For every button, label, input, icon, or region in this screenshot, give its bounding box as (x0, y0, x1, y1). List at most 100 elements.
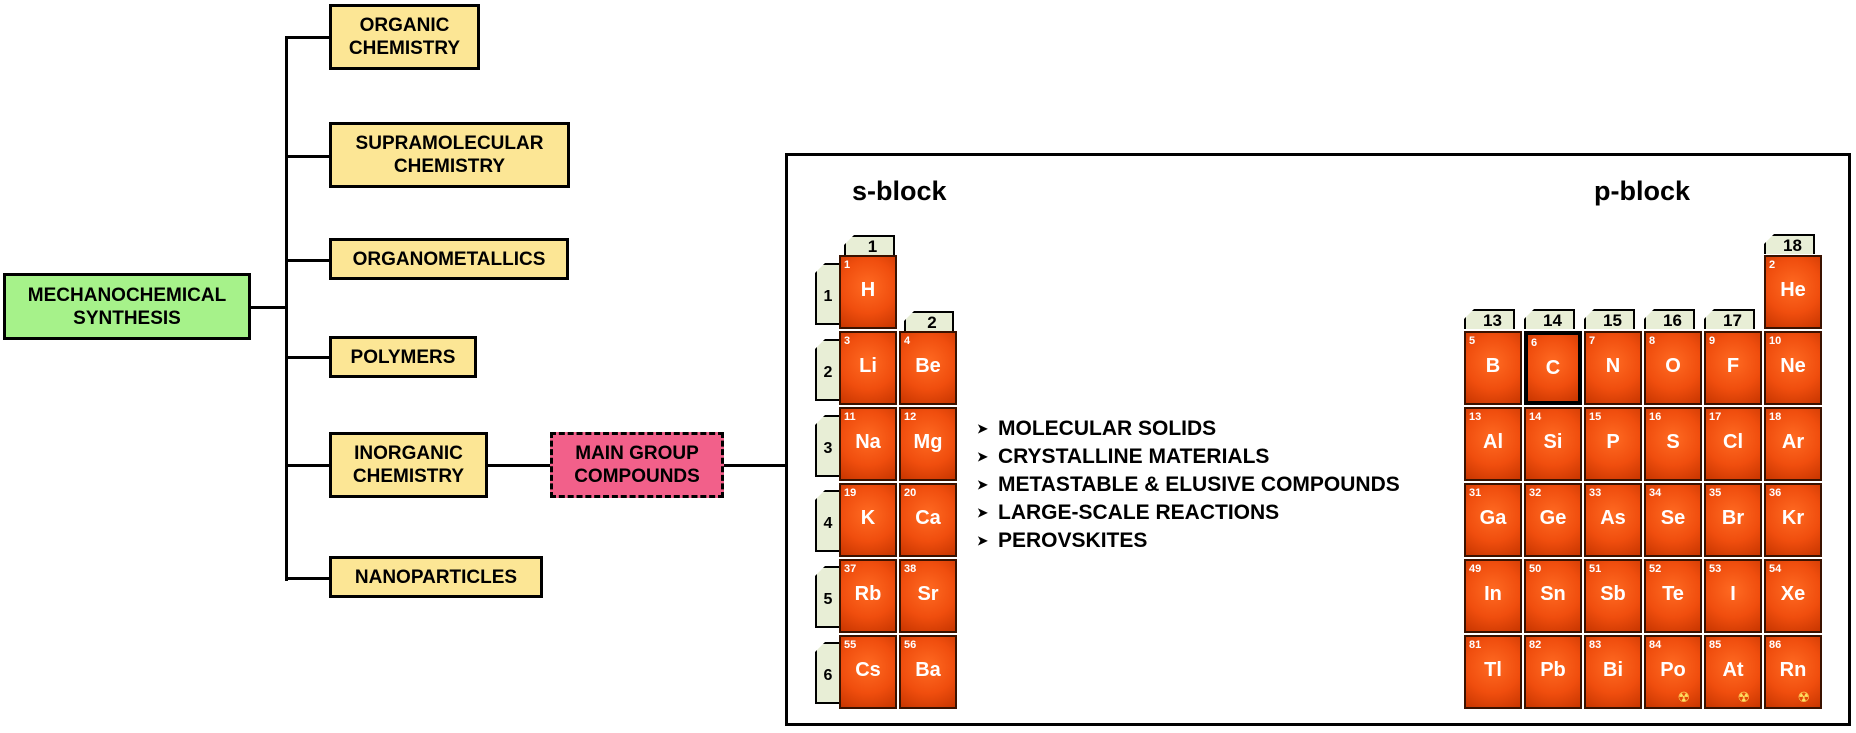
atomic-number: 86 (1769, 639, 1782, 651)
atomic-number: 19 (844, 487, 857, 499)
atomic-number: 37 (844, 563, 857, 575)
connector-main-group-to-panel (723, 464, 787, 467)
bullet-item: ➤ MOLECULAR SOLIDS (977, 415, 1400, 443)
group-tab: 16 (1644, 309, 1695, 329)
branch-label: INORGANIC CHEMISTRY (352, 443, 465, 487)
atomic-number: 3 (844, 335, 851, 347)
root-node-mechanochemical-synthesis: MECHANOCHEMICAL SYNTHESIS (3, 273, 251, 340)
atomic-number: 38 (904, 563, 917, 575)
group-tab: 14 (1524, 309, 1575, 329)
atomic-number: 84 (1649, 639, 1662, 651)
bullet-text: LARGE-SCALE REACTIONS (998, 501, 1280, 524)
arrow-bullet-icon: ➤ (977, 477, 988, 492)
atomic-number: 85 (1709, 639, 1722, 651)
root-node-label: MECHANOCHEMICAL SYNTHESIS (27, 284, 227, 329)
atomic-number: 56 (904, 639, 917, 651)
bullet-item: ➤ PEROVSKITES (977, 527, 1400, 555)
element-symbol: Sb (1600, 583, 1626, 605)
element-symbol: Te (1662, 583, 1684, 605)
atomic-number: 9 (1709, 335, 1716, 347)
atomic-number: 82 (1529, 639, 1542, 651)
atomic-number: 20 (904, 487, 917, 499)
branch-label: SUPRAMOLECULAR CHEMISTRY (355, 133, 544, 177)
group-tab: 13 (1464, 309, 1515, 329)
bullet-text: CRYSTALLINE MATERIALS (998, 445, 1270, 468)
atomic-number: 49 (1469, 563, 1482, 575)
branch-label: ORGANOMETALLICS (352, 248, 546, 270)
connector-inorganic-to-main-group (487, 464, 552, 467)
branch-organic-chemistry: ORGANIC CHEMISTRY (329, 4, 480, 70)
radioactive-icon: ☢ (1677, 689, 1690, 705)
branch-polymers: POLYMERS (329, 336, 477, 378)
atomic-number: 32 (1529, 487, 1542, 499)
atomic-number: 5 (1469, 335, 1476, 347)
element-symbol: Ba (915, 659, 941, 681)
branch-label: ORGANIC CHEMISTRY (348, 15, 461, 59)
atomic-number: 36 (1769, 487, 1782, 499)
connector-organometallics (285, 259, 330, 262)
atomic-number: 18 (1769, 411, 1782, 423)
element-symbol: Cl (1723, 431, 1743, 453)
element-symbol: At (1722, 659, 1744, 681)
atomic-number: 14 (1529, 411, 1542, 423)
element-symbol: Xe (1780, 583, 1806, 605)
atomic-number: 11 (844, 411, 856, 423)
branch-label: NANOPARTICLES (354, 566, 518, 588)
element-symbol: Na (855, 431, 881, 453)
bullet-text: MOLECULAR SOLIDS (998, 417, 1217, 440)
group-tab: 18 (1764, 234, 1815, 254)
atomic-number: 34 (1649, 487, 1662, 499)
s-block-title: s-block (852, 176, 947, 206)
radioactive-icon: ☢ (1797, 689, 1810, 705)
element-symbol: Cs (855, 659, 881, 681)
atomic-number: 15 (1589, 411, 1602, 423)
element-symbol: Rn (1779, 659, 1807, 681)
arrow-bullet-icon: ➤ (977, 533, 988, 548)
element-symbol: Ca (915, 507, 941, 529)
group-tab: 17 (1704, 309, 1755, 329)
connector-polymers (285, 356, 330, 359)
element-symbol: Se (1660, 507, 1686, 529)
atomic-number: 51 (1589, 563, 1602, 575)
element-symbol: S (1666, 431, 1680, 453)
atomic-number: 4 (904, 335, 911, 347)
group-tab: 1 (844, 235, 895, 255)
bullet-text: PEROVSKITES (998, 529, 1148, 552)
branch-inorganic-chemistry: INORGANIC CHEMISTRY (329, 432, 488, 498)
application-bullet-list: ➤MOLECULAR SOLIDS ➤CRYSTALLINE MATERIALS… (977, 415, 1400, 555)
atomic-number: 50 (1529, 563, 1542, 575)
element-symbol: H (860, 279, 876, 301)
element-symbol: F (1726, 355, 1740, 377)
branch-organometallics: ORGANOMETALLICS (329, 238, 569, 280)
atomic-number: 8 (1649, 335, 1656, 347)
atomic-number: 6 (1531, 337, 1538, 349)
atomic-number: 31 (1469, 487, 1482, 499)
arrow-bullet-icon: ➤ (977, 421, 988, 436)
atomic-number: 54 (1769, 563, 1782, 575)
element-symbol: Rb (854, 583, 882, 605)
bullet-item: ➤CRYSTALLINE MATERIALS (977, 443, 1400, 471)
